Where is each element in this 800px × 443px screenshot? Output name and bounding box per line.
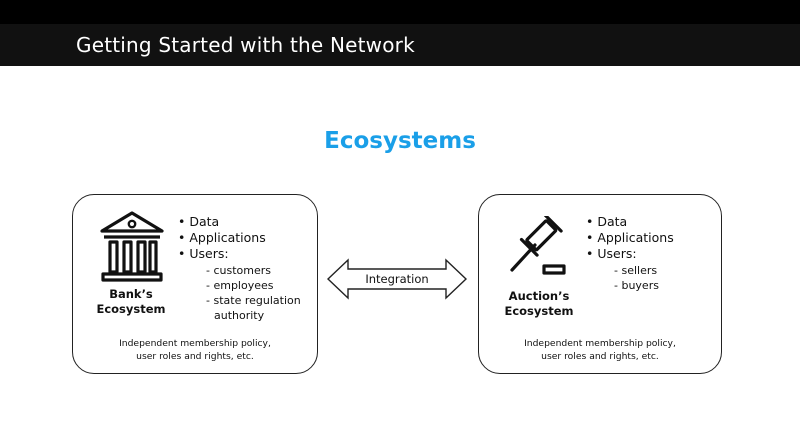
auction-policy-line2: user roles and rights, etc.: [541, 351, 659, 362]
bank-items-list: • Data • Applications • Users:: [178, 214, 266, 262]
auction-policy-line1: Independent membership policy,: [524, 338, 676, 349]
auction-name-line1: Auction’s: [508, 289, 570, 303]
auction-ecosystem-box: [478, 194, 722, 374]
gavel-icon: [510, 216, 566, 275]
bank-policy-text: Independent membership policy, user role…: [74, 337, 316, 363]
list-item: • Users:: [178, 246, 229, 261]
list-item: • Data: [178, 214, 220, 229]
list-item: • Applications: [178, 230, 266, 245]
list-item: • Data: [586, 214, 628, 229]
bank-name-line1: Bank’s: [109, 287, 153, 301]
integration-double-arrow: [326, 258, 468, 300]
list-item: - employees: [206, 279, 274, 292]
list-item: - sellers: [614, 264, 658, 277]
bank-name-line2: Ecosystem: [96, 302, 166, 316]
list-item: • Users:: [586, 246, 637, 261]
list-item: authority: [214, 309, 265, 322]
auction-items-list: • Data • Applications • Users:: [586, 214, 674, 262]
top-black-strip: [0, 0, 800, 24]
bank-policy-line2: user roles and rights, etc.: [136, 351, 254, 362]
list-item: - state regulation: [206, 294, 301, 307]
bank-building-icon: [100, 211, 164, 282]
list-item: - customers: [206, 264, 271, 277]
bank-policy-line1: Independent membership policy,: [119, 338, 271, 349]
list-item: - buyers: [614, 279, 659, 292]
bank-ecosystem-name: Bank’s Ecosystem: [88, 287, 174, 317]
auction-name-line2: Ecosystem: [504, 304, 574, 318]
slide-title: Getting Started with the Network: [76, 33, 415, 57]
section-heading: Ecosystems: [324, 128, 476, 154]
title-bar: Getting Started with the Network: [0, 24, 800, 66]
bank-users-list: - customers - employees - state regulati…: [206, 263, 301, 323]
list-item: • Applications: [586, 230, 674, 245]
auction-users-list: - sellers - buyers: [614, 263, 659, 293]
integration-label: Integration: [365, 272, 429, 286]
auction-policy-text: Independent membership policy, user role…: [480, 337, 720, 363]
auction-ecosystem-name: Auction’s Ecosystem: [494, 289, 584, 319]
